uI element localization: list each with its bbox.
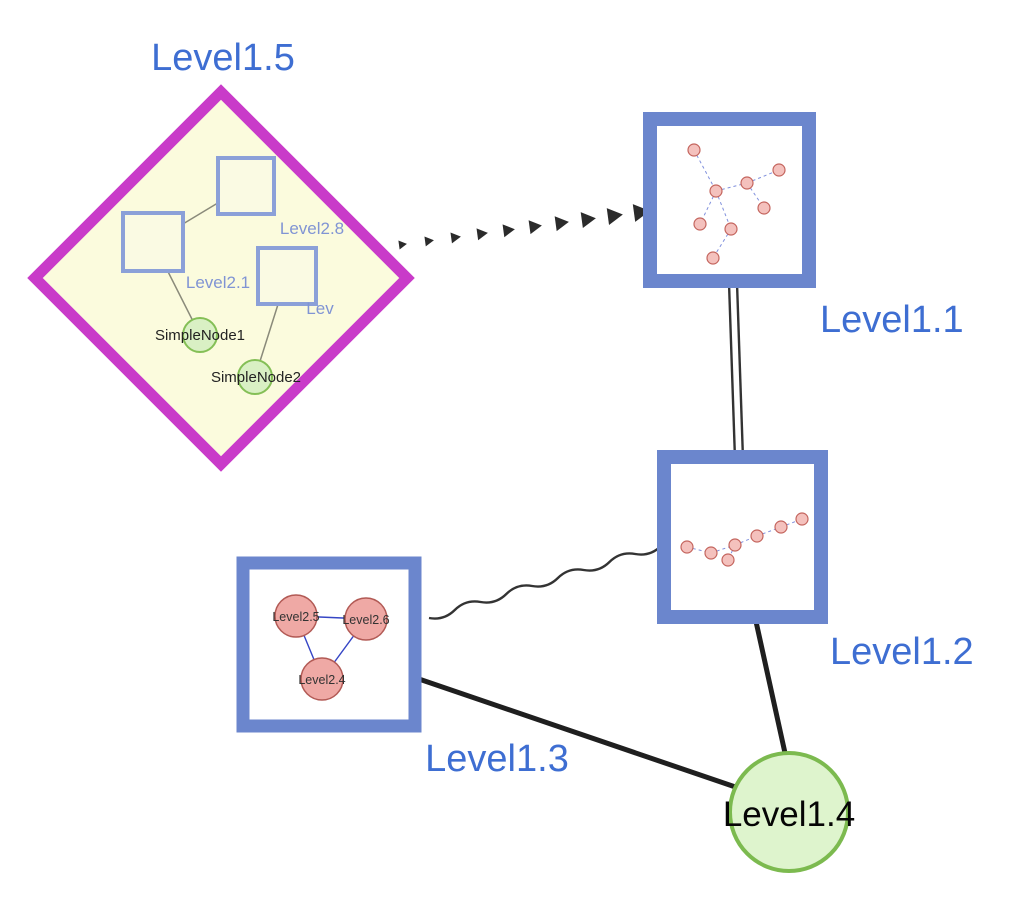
mini-node[interactable] <box>728 538 742 552</box>
label-level2-4: Level2.4 <box>298 673 345 687</box>
label-level2-5: Level2.5 <box>272 610 319 624</box>
label-level1-1: Level1.1 <box>820 299 964 341</box>
label-simplenode1: SimpleNode1 <box>155 327 245 344</box>
label-level2-1: Level2.1 <box>186 273 250 292</box>
node-level2-6[interactable] <box>344 597 388 641</box>
mini-node[interactable] <box>750 529 764 543</box>
edge-level15-level11[interactable] <box>502 224 515 238</box>
mini-node[interactable] <box>704 546 718 560</box>
node-level2-1[interactable] <box>121 211 185 273</box>
node-level1-2[interactable] <box>657 450 828 624</box>
edge-level15-level11[interactable] <box>398 240 407 250</box>
label-simplenode2: SimpleNode2 <box>211 369 301 386</box>
edge-level15-level11[interactable] <box>606 208 623 225</box>
node-level1-3[interactable] <box>236 556 422 733</box>
edge-level15-level11[interactable] <box>554 216 569 232</box>
label-level1-3: Level1.3 <box>425 738 569 780</box>
node-simplenode1[interactable] <box>182 317 218 353</box>
label-level2-8: Level2.8 <box>280 219 344 238</box>
edge-level15-level11[interactable] <box>528 220 542 235</box>
mini-node[interactable] <box>709 184 723 198</box>
mini-node[interactable] <box>795 512 809 526</box>
mini-node[interactable] <box>693 217 707 231</box>
mini-edge[interactable] <box>756 526 782 537</box>
mini-node[interactable] <box>706 251 720 265</box>
label-level2-6: Level2.6 <box>342 613 389 627</box>
mini-node[interactable] <box>680 540 694 554</box>
mini-node[interactable] <box>724 222 738 236</box>
label-level2-x: Lev <box>306 299 334 318</box>
mini-edge[interactable] <box>693 149 717 192</box>
label-level1-4: Level1.4 <box>723 795 855 834</box>
edge-level15-level11[interactable] <box>580 212 596 229</box>
edge-level15-level11[interactable] <box>424 236 434 247</box>
node-level1-5[interactable] <box>27 84 415 472</box>
node-level2-5[interactable] <box>274 594 318 638</box>
edge-level13-level12[interactable] <box>428 545 662 620</box>
edge-level15-level11[interactable] <box>632 204 650 222</box>
edge-level11-level12[interactable] <box>727 283 737 460</box>
mini-node[interactable] <box>757 201 771 215</box>
mini-node[interactable] <box>774 520 788 534</box>
mini-edge[interactable] <box>710 544 736 554</box>
mini-node[interactable] <box>772 163 786 177</box>
mini-node[interactable] <box>687 143 701 157</box>
edge-level15-level11[interactable] <box>450 232 461 244</box>
node-level2-x[interactable] <box>256 246 318 306</box>
node-level1-4[interactable] <box>728 751 850 873</box>
edge-level12-level14[interactable] <box>752 614 790 765</box>
edge-level13-level14[interactable] <box>413 675 756 796</box>
mini-node[interactable] <box>740 176 754 190</box>
edge-level11-level12[interactable] <box>735 282 745 459</box>
node-simplenode2[interactable] <box>237 359 273 395</box>
label-level1-5: Level1.5 <box>151 37 295 79</box>
node-level2-4[interactable] <box>300 657 344 701</box>
node-level2-8[interactable] <box>216 156 276 216</box>
mini-edge[interactable] <box>715 190 732 230</box>
node-level1-1[interactable] <box>643 112 816 288</box>
label-level1-2: Level1.2 <box>830 631 974 673</box>
edge-level15-level11[interactable] <box>476 228 488 241</box>
mini-node[interactable] <box>721 553 735 567</box>
